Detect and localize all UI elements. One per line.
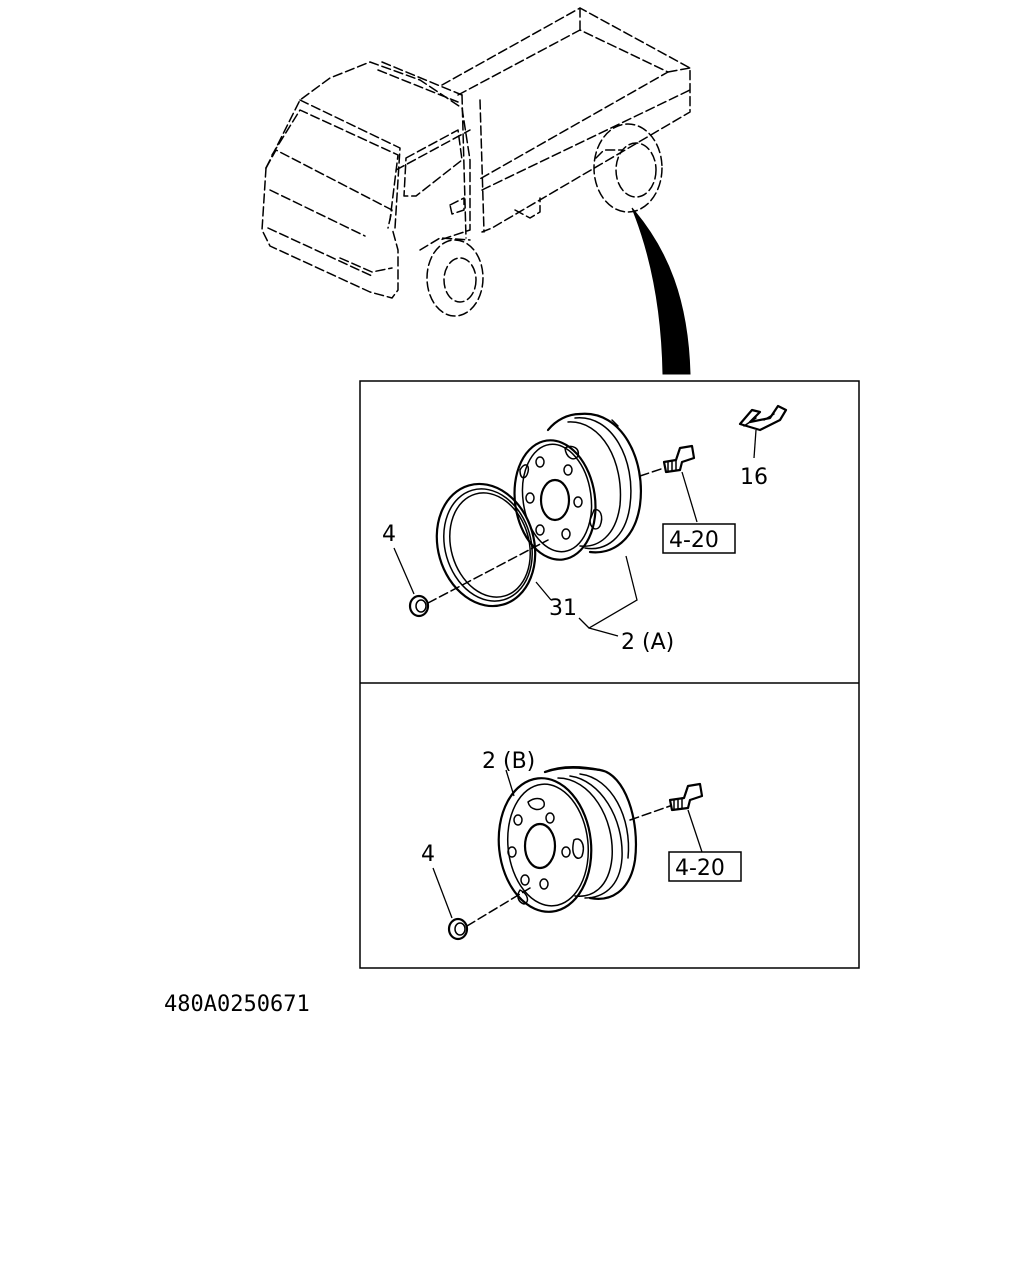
stud-top-drawing bbox=[662, 444, 696, 474]
figure-code: 480A0250671 bbox=[164, 992, 310, 1017]
stud-bottom-axis bbox=[629, 805, 671, 821]
nut-top-axis bbox=[427, 539, 549, 604]
ref-stud-bottom: 4-20 bbox=[675, 856, 725, 881]
ref-box-bottom bbox=[668, 851, 742, 882]
leader-clip bbox=[753, 429, 757, 459]
nut-bottom-drawing bbox=[447, 917, 469, 941]
nut-top-drawing bbox=[408, 594, 430, 618]
callout-wheel-a: 2 (A) bbox=[621, 630, 674, 655]
nut-bottom-axis bbox=[466, 887, 531, 927]
pointer-arrow bbox=[631, 207, 691, 375]
leader-stud-bottom bbox=[687, 809, 703, 853]
leader-wheel-a bbox=[578, 555, 638, 629]
leader-wheel-a-tail bbox=[588, 627, 619, 637]
ref-box-top bbox=[662, 523, 736, 554]
wheel-a-drawing bbox=[513, 412, 642, 561]
stud-top-axis bbox=[639, 467, 665, 477]
callout-nut-bottom: 4 bbox=[421, 842, 435, 867]
leader-nut-top bbox=[393, 547, 415, 595]
leader-nut-bottom bbox=[432, 867, 453, 919]
callout-clip: 16 bbox=[740, 465, 768, 490]
leader-stud-top bbox=[681, 471, 698, 523]
callout-wheel-b: 2 (B) bbox=[482, 749, 535, 774]
callout-nut-top: 4 bbox=[382, 522, 396, 547]
stud-bottom-drawing bbox=[668, 782, 704, 812]
ring-drawing bbox=[435, 482, 537, 608]
callout-ring: 31 bbox=[549, 596, 577, 621]
leader-wheel-b bbox=[505, 769, 515, 797]
truck-illustration bbox=[261, 7, 691, 317]
leader-ring bbox=[535, 581, 552, 601]
clip-drawing bbox=[738, 404, 788, 432]
ref-stud-top: 4-20 bbox=[669, 528, 719, 553]
detail-frame bbox=[359, 380, 860, 969]
wheel-b-drawing bbox=[497, 766, 637, 913]
